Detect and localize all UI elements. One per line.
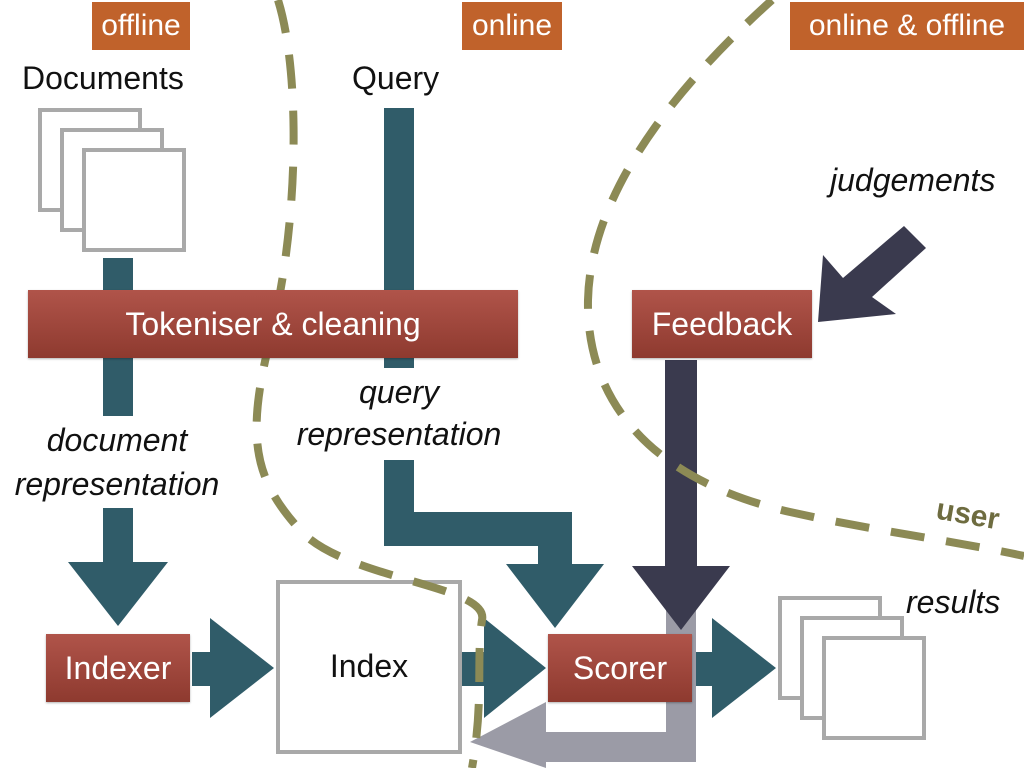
query-representation-line2: representation [296, 416, 502, 452]
online-user-boundary [583, 0, 1024, 560]
query-representation-line1: query [358, 374, 440, 410]
feedback-to-scorer-arrow [632, 360, 730, 630]
dashed-boundaries [252, 0, 1024, 768]
documents-label: Documents [22, 60, 184, 96]
scorer-box: Scorer [548, 634, 692, 702]
offline-tag: offline [92, 2, 190, 50]
index-label: Index [329, 648, 409, 684]
docrep-to-indexer-arrow [68, 508, 168, 626]
documents-stack-icon [38, 108, 186, 252]
index-box [276, 580, 462, 754]
online-tag: online [462, 2, 562, 50]
judgements-label: judgements [830, 162, 996, 198]
document-representation-line2: representation [14, 466, 220, 502]
feedback-box: Feedback [632, 290, 812, 358]
feedback-loop-arrow [470, 600, 696, 768]
judgements-arrow [818, 226, 926, 322]
tokeniser-box: Tokeniser & cleaning [28, 290, 518, 358]
offline-online-boundary [252, 0, 487, 768]
indexer-box: Indexer [46, 634, 190, 702]
query-label: Query [352, 60, 440, 96]
online-offline-tag: online & offline [790, 2, 1024, 50]
results-stack-icon [778, 596, 926, 740]
queryrep-to-scorer-arrow [384, 460, 604, 628]
results-label: results [906, 584, 1001, 620]
indexer-to-index-arrow [192, 618, 274, 718]
scorer-to-results-arrow [694, 618, 776, 718]
document-representation-line1: document [46, 422, 188, 458]
index-to-scorer-arrow [462, 618, 546, 718]
